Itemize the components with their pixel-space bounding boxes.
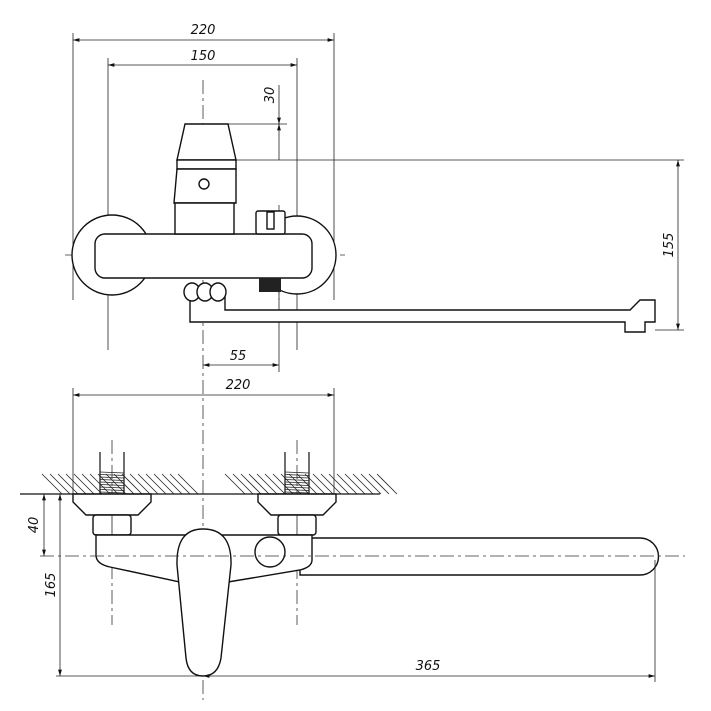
dim-label-40: 40 <box>27 517 42 534</box>
mixer-body <box>94 233 313 279</box>
cartridge-housing <box>174 202 235 235</box>
wall-hatching <box>41 473 398 495</box>
dim-label-365: 365 <box>416 659 441 674</box>
top-view: 220 150 30 155 55 <box>65 23 684 700</box>
spout-top <box>189 295 656 333</box>
diverter-knob-front <box>254 536 286 568</box>
lever-handle <box>176 528 232 677</box>
inlet-pipes <box>99 452 310 494</box>
dim-label-30: 30 <box>263 87 278 104</box>
dim-label-55: 55 <box>230 349 247 364</box>
dim-label-220-front: 220 <box>226 378 251 393</box>
dim-label-220-top: 220 <box>191 23 216 38</box>
left-flange <box>72 493 152 516</box>
aerator-block <box>259 278 281 292</box>
spout-front <box>299 537 660 576</box>
front-view: 220 40 165 <box>20 378 685 682</box>
lever-top <box>176 123 237 161</box>
right-flange <box>257 493 337 516</box>
dim-label-150: 150 <box>191 49 216 64</box>
dim-label-165: 165 <box>44 573 59 598</box>
dim-label-155: 155 <box>662 233 677 258</box>
